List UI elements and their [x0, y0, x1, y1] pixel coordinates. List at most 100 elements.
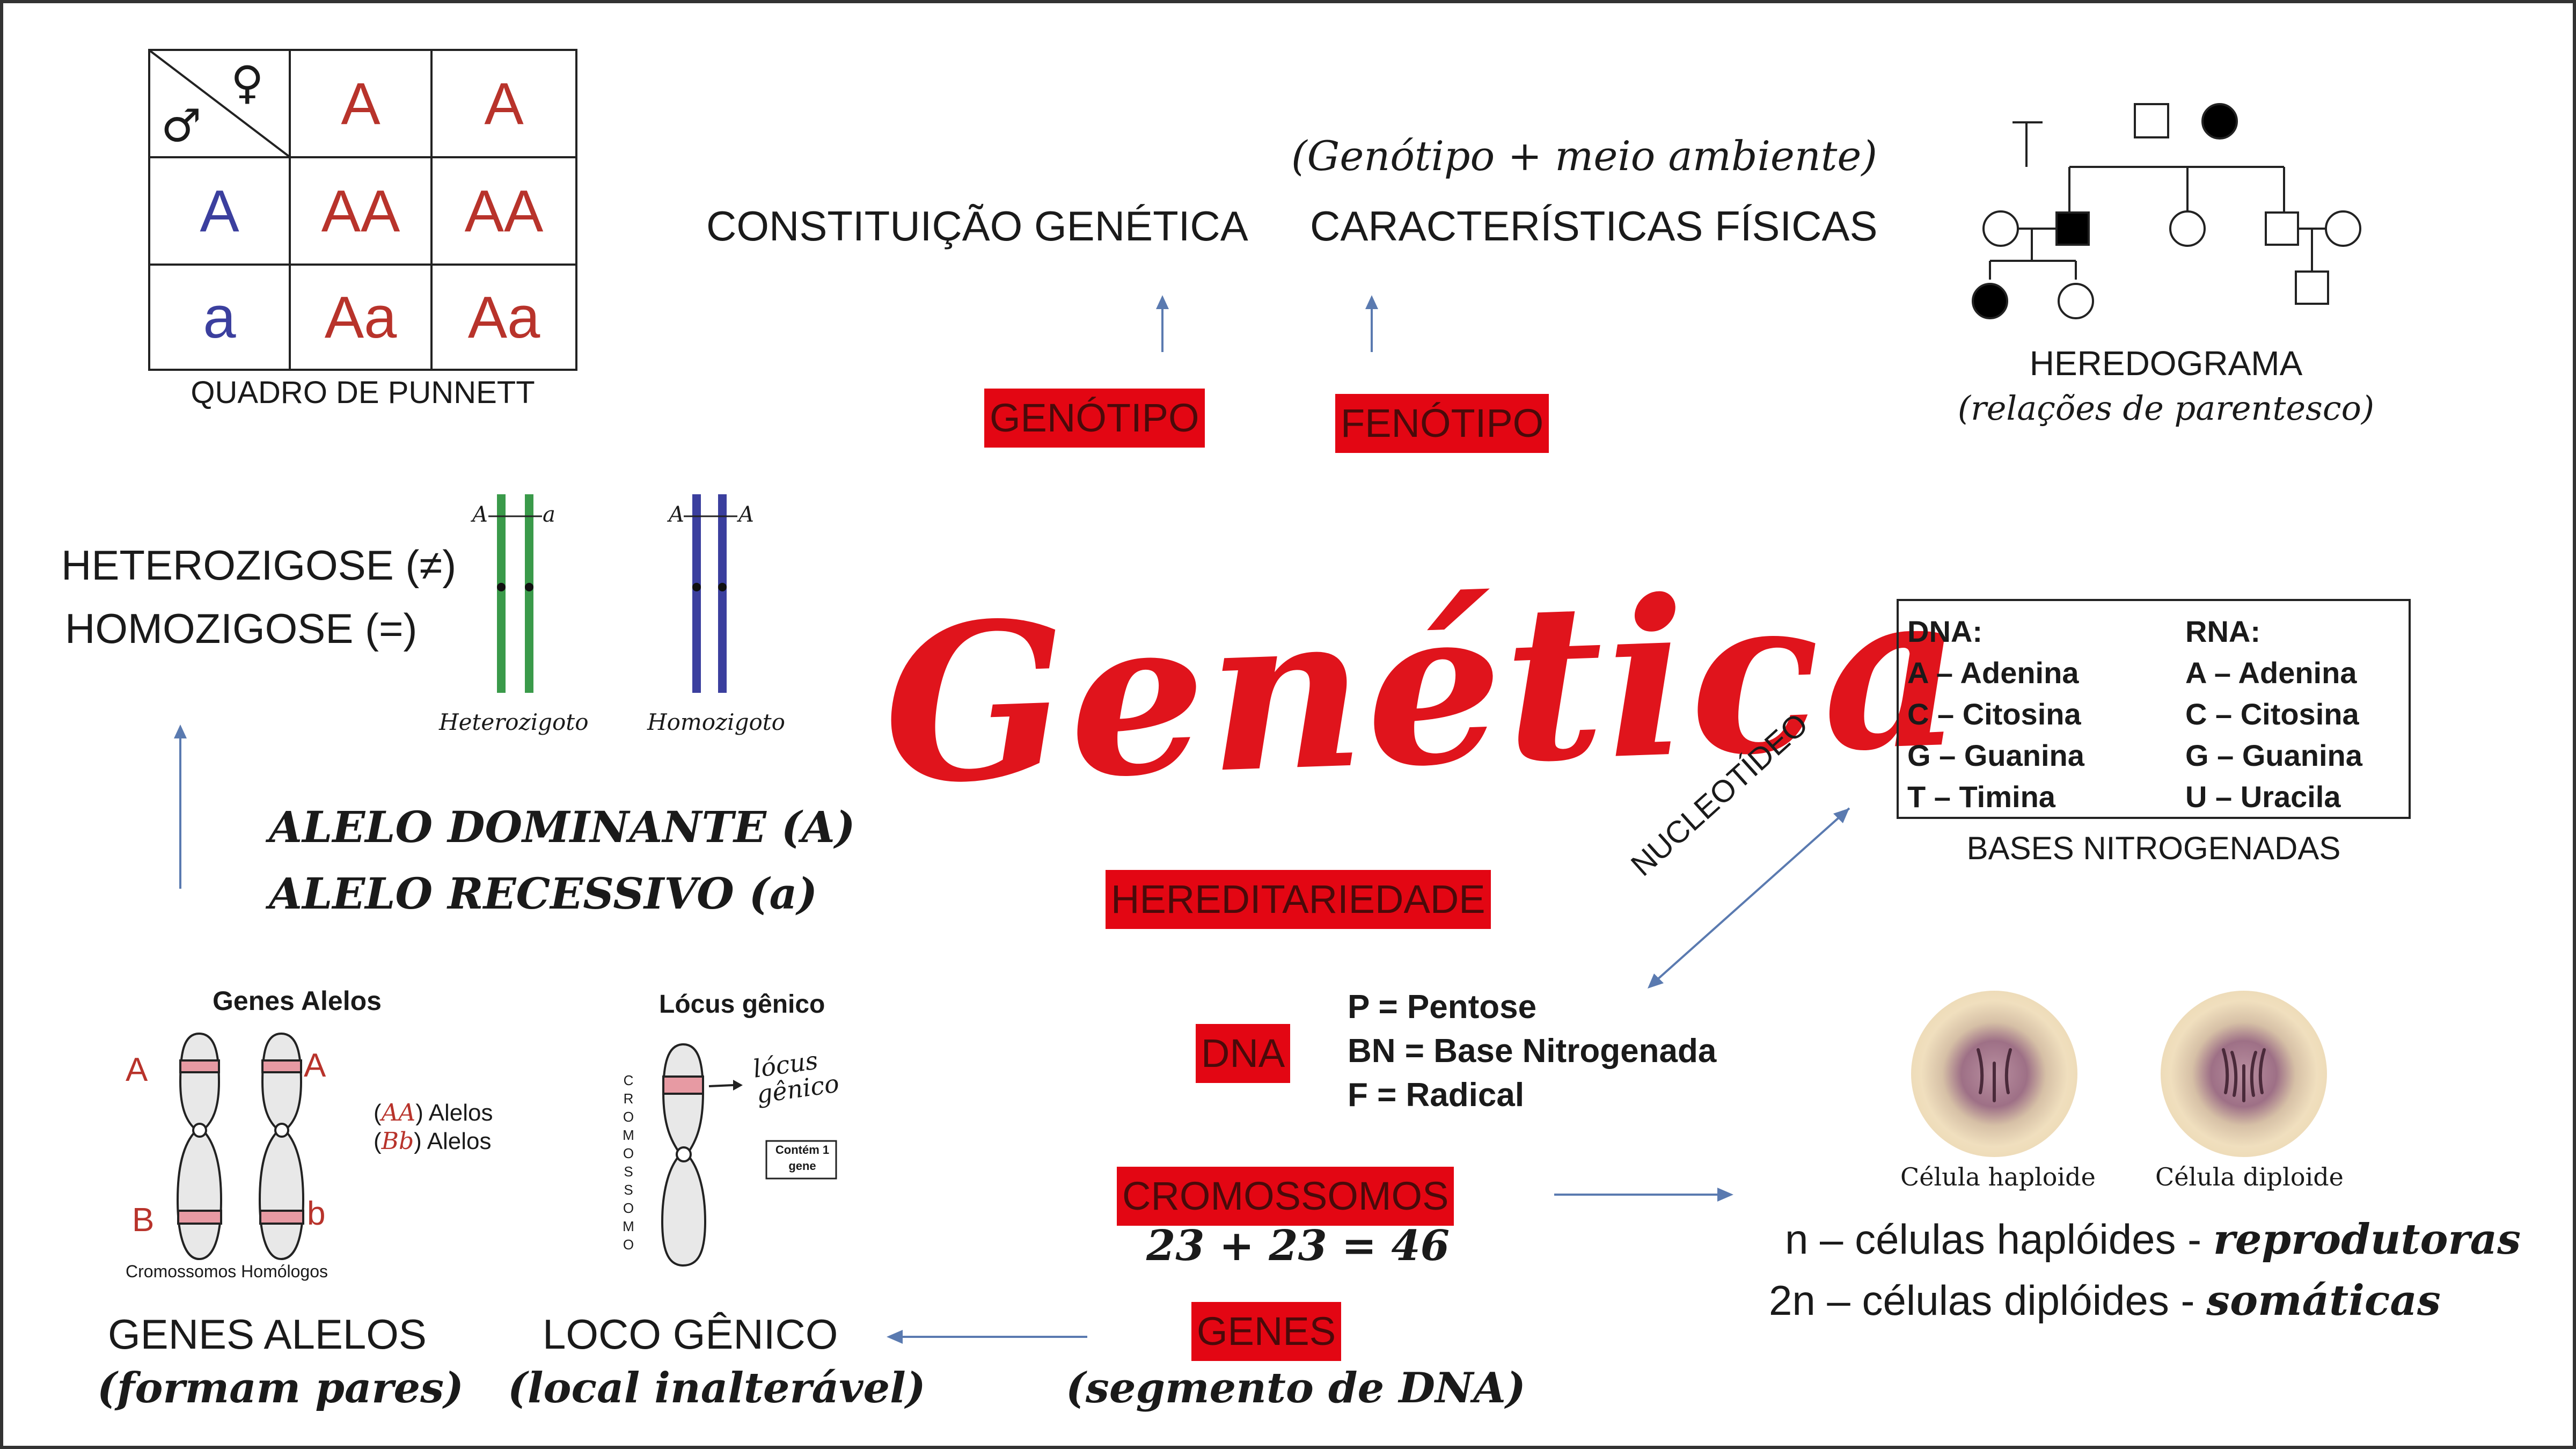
- female-symbol: ♀: [231, 56, 264, 109]
- genes-alelos-note: (formam pares): [97, 1364, 464, 1413]
- allele-letter: b: [307, 1195, 326, 1232]
- right-arrow-icon: [1554, 1188, 1733, 1202]
- legend-text: ) Alelos: [414, 1128, 492, 1154]
- homologous-chromosomes: [176, 1032, 305, 1261]
- genes-alelos-title: Genes Alelos: [213, 986, 382, 1016]
- punnett-col-header: A: [433, 51, 575, 158]
- heredograma-label: HEREDOGRAMA: [2029, 344, 2303, 383]
- male-symbol: ♂: [161, 99, 202, 152]
- homozygote-chromosomes: [684, 494, 737, 693]
- pedigree-male: [2134, 103, 2169, 138]
- haploid-emphasis: reprodutoras: [2213, 1215, 2521, 1264]
- genes-alelos-label: GENES ALELOS: [108, 1311, 427, 1358]
- bases-caption: BASES NITROGENADAS: [1966, 830, 2341, 866]
- punnett-row-header: a: [150, 266, 291, 369]
- loco-genico-label: LOCO GÊNICO: [543, 1311, 838, 1358]
- punnett-caption: QUADRO DE PUNNETT: [191, 375, 535, 410]
- left-arrow-icon: [887, 1330, 1087, 1344]
- diploid-line: 2n – células diplóides - somáticas: [1769, 1276, 2441, 1325]
- pedigree-female: [1982, 210, 2019, 247]
- rna-header: RNA:: [2185, 614, 2260, 648]
- pedigree-male: [2295, 270, 2329, 305]
- rna-base: G – Guanina: [2185, 738, 2362, 772]
- locus-chromosome: [661, 1043, 837, 1267]
- diploid-text: 2n – células diplóides -: [1769, 1277, 2207, 1324]
- genes-note: (segmento de DNA): [1066, 1364, 1526, 1413]
- rna-column: RNA: A – Adenina C – Citosina G – Guanin…: [2185, 611, 2362, 817]
- diploid-emphasis: somáticas: [2206, 1276, 2441, 1325]
- legend-paren: (: [374, 1128, 382, 1154]
- punnett-col-header: A: [291, 51, 433, 158]
- dna-base: G – Guanina: [1907, 738, 2084, 772]
- hereditariedade-box: HEREDITARIEDADE: [1106, 870, 1491, 929]
- caracteristicas-label: CARACTERÍSTICAS FÍSICAS: [1310, 202, 1878, 250]
- up-arrow-icon: [1365, 295, 1378, 352]
- allele-letter: A: [126, 1051, 148, 1088]
- punnett-square: ♀ ♂ A A A AA AA a Aa Aa: [148, 49, 577, 371]
- diagonal-line-icon: [150, 51, 289, 156]
- locus-box-text: Contém 1 gene: [775, 1143, 830, 1173]
- homozigoto-caption: Homozigoto: [647, 709, 785, 735]
- heredograma-note: (relações de parentesco): [1957, 389, 2375, 428]
- punnett-cell: AA: [433, 158, 575, 266]
- alleles-legend-aa: (AA) Alelos: [374, 1099, 493, 1126]
- genotipo-box: GENÓTIPO: [984, 389, 1205, 448]
- diploid-chromosomes: [2222, 1048, 2266, 1102]
- allele-letter: A: [304, 1047, 326, 1084]
- up-arrow-icon: [1156, 295, 1169, 352]
- double-arrow-icon: [1648, 807, 1850, 989]
- haploid-text: n – células haplóides -: [1785, 1216, 2213, 1263]
- locus-title: Lócus gênico: [659, 990, 825, 1019]
- cromossomos-box: CROMOSSOMOS: [1117, 1167, 1454, 1226]
- heterozygote-chromosomes: [488, 494, 542, 693]
- dna-part: P = Pentose: [1348, 989, 1537, 1026]
- dna-base: A – Adenina: [1907, 656, 2079, 690]
- chromosome-count: 23 + 23 = 46: [1146, 1221, 1450, 1270]
- up-arrow-icon: [174, 724, 187, 889]
- dna-base: T – Timina: [1907, 780, 2055, 814]
- loco-genico-note: (local inalterável): [508, 1364, 926, 1413]
- alelo-recessivo: ALELO RECESSIVO (a): [269, 868, 818, 919]
- dna-base: C – Citosina: [1907, 697, 2081, 731]
- legend-text: ) Alelos: [415, 1100, 493, 1126]
- legend-letters: AA: [381, 1099, 416, 1126]
- allele-letter: a: [543, 502, 555, 527]
- dna-box: DNA: [1196, 1024, 1291, 1083]
- rna-base: A – Adenina: [2185, 656, 2357, 690]
- rna-base: U – Uracila: [2185, 780, 2341, 814]
- homozigose-label: HOMOZIGOSE (=): [65, 605, 418, 652]
- pedigree-female-affected: [1972, 283, 2008, 319]
- pedigree-female: [2325, 210, 2361, 247]
- genes-box: GENES: [1191, 1302, 1342, 1361]
- haploid-line: n – células haplóides - reprodutoras: [1785, 1215, 2521, 1264]
- rna-base: C – Citosina: [2185, 697, 2359, 731]
- pedigree-female: [2058, 283, 2094, 319]
- punnett-row-header: A: [150, 158, 291, 266]
- heterozigoto-caption: Heterozigoto: [439, 709, 589, 735]
- vertical-word: CROMOSSOMO: [623, 1072, 634, 1253]
- dna-part: F = Radical: [1348, 1077, 1525, 1114]
- pedigree-male: [2265, 211, 2299, 246]
- punnett-cell: AA: [291, 158, 433, 266]
- fenotipo-box: FENÓTIPO: [1335, 394, 1549, 453]
- punnett-cell: Aa: [467, 284, 540, 350]
- dna-part: BN = Base Nitrogenada: [1348, 1033, 1717, 1070]
- pedigree-chart: [1972, 103, 2361, 319]
- legend-paren: (: [374, 1100, 382, 1126]
- env-note: (Genótipo + meio ambiente): [1291, 132, 1877, 180]
- locus-handwritten: lócus gênico: [751, 1045, 841, 1109]
- main-title: Genética: [879, 543, 1968, 832]
- alelo-dominante: ALELO DOMINANTE (A): [269, 802, 855, 852]
- punnett-cell: Aa: [291, 266, 433, 369]
- pedigree-male-affected: [2055, 211, 2090, 246]
- constituicao-label: CONSTITUIÇÃO GENÉTICA: [706, 202, 1248, 250]
- punnett-corner: ♀ ♂: [150, 51, 291, 158]
- dna-parts: P = Pentose BN = Base Nitrogenada F = Ra…: [1348, 985, 1716, 1117]
- allele-letter: A: [472, 502, 488, 527]
- haploid-caption: Célula haploide: [1900, 1162, 2096, 1191]
- allele-letter: A: [669, 502, 684, 527]
- pedigree-female: [2169, 210, 2206, 247]
- alleles-legend-bb: (Bb) Alelos: [374, 1128, 491, 1155]
- legend-letters: Bb: [381, 1128, 414, 1155]
